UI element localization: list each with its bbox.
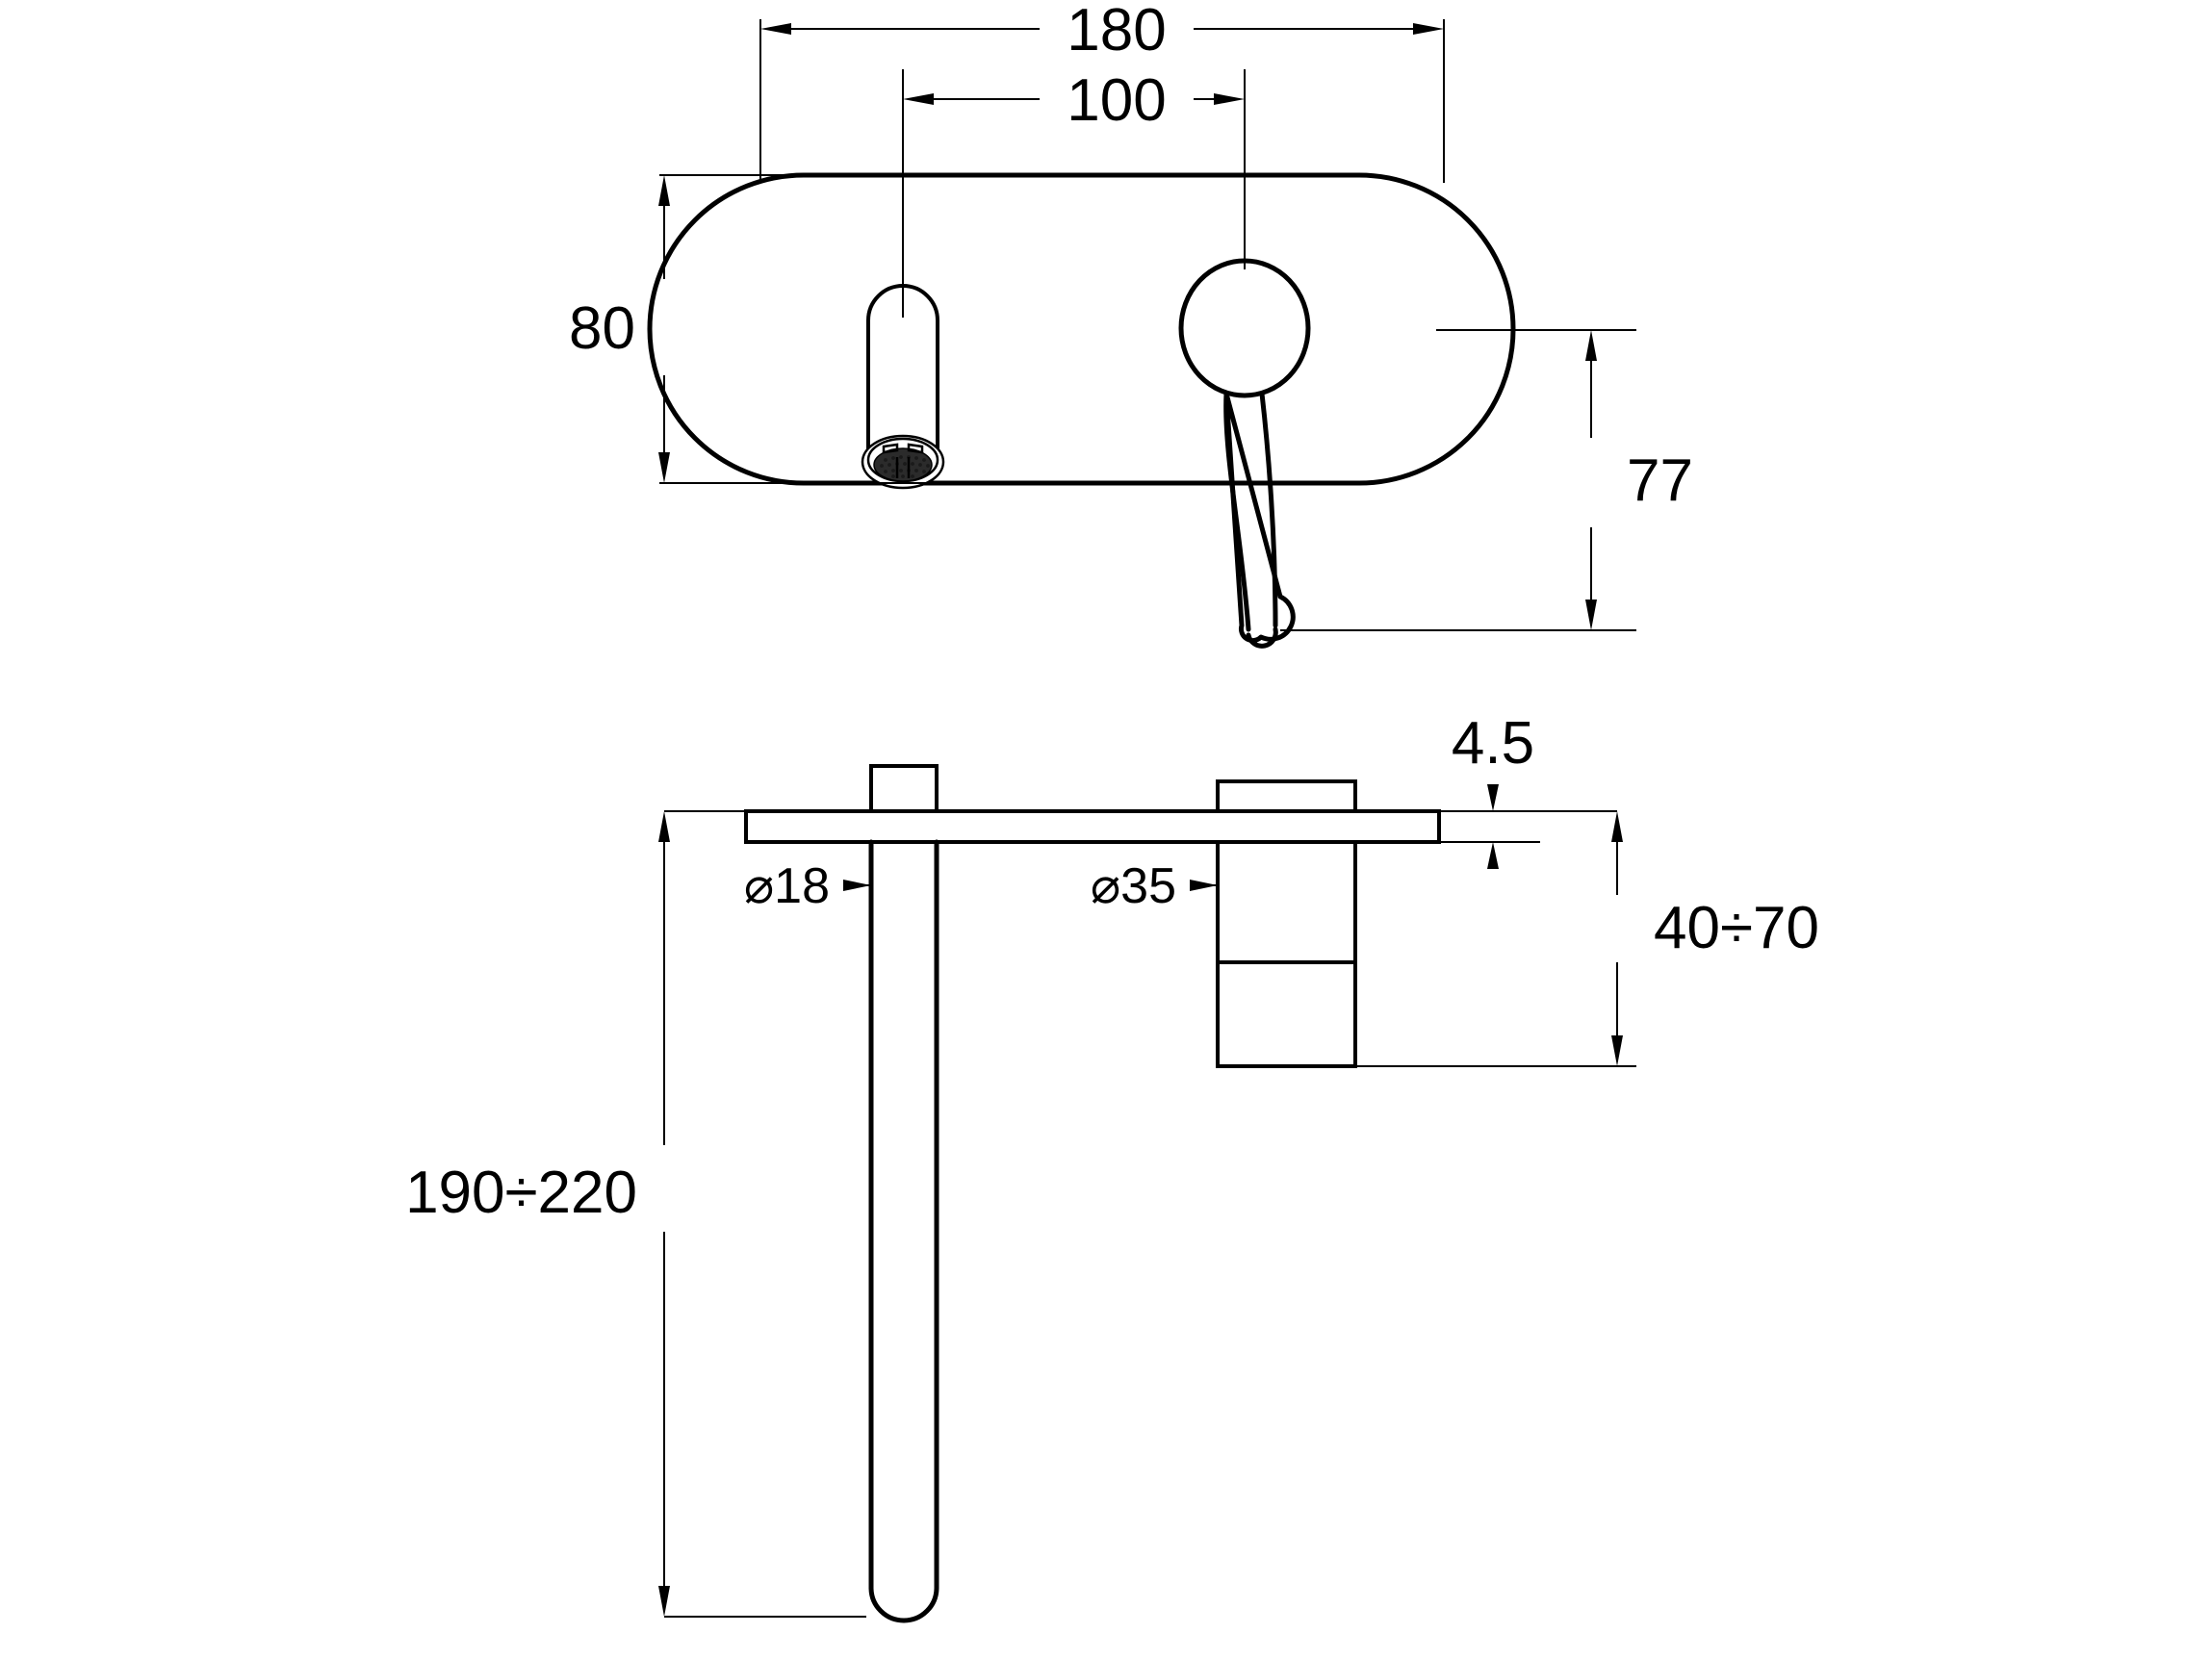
dimension-4-5: 4.5 bbox=[1439, 710, 1617, 869]
spout-stub-above bbox=[869, 764, 939, 811]
dimension-label-body-diameter: ⌀35 bbox=[1091, 858, 1176, 914]
dimension-80: 80 bbox=[569, 174, 1078, 484]
side-view: 4.5 ⌀18 ⌀35 40÷70 bbox=[405, 710, 1819, 1623]
escutcheon-plate bbox=[647, 172, 1516, 486]
dimension-label-plate-thickness: 4.5 bbox=[1452, 710, 1534, 777]
dimension-label-spout-height: 190÷220 bbox=[405, 1160, 637, 1226]
dimension-77: 77 bbox=[1280, 329, 1693, 631]
dimension-label-lever-drop: 77 bbox=[1627, 447, 1693, 514]
dimension-40-70: 40÷70 bbox=[1355, 811, 1819, 1067]
mixer-body-cylinder bbox=[1216, 840, 1357, 1068]
dimension-label-hole-spacing: 100 bbox=[1067, 67, 1166, 134]
dimension-190-220: 190÷220 bbox=[405, 810, 866, 1618]
dimension-label-spout-diameter: ⌀18 bbox=[744, 858, 830, 914]
dimension-label-plate-height: 80 bbox=[569, 295, 635, 362]
front-view: 180 100 80 bbox=[569, 0, 1693, 649]
dimension-180: 180 bbox=[759, 0, 1445, 183]
dimension-100: 100 bbox=[902, 67, 1246, 318]
mixer-body-cap bbox=[1216, 779, 1357, 811]
aerator-screen bbox=[861, 434, 945, 490]
dimension-label-body-projection: 40÷70 bbox=[1654, 895, 1819, 961]
leader-dia-35: ⌀35 bbox=[1091, 858, 1218, 914]
wall-plate-section bbox=[744, 809, 1441, 844]
leader-dia-18: ⌀18 bbox=[744, 858, 871, 914]
dimension-label-plate-width: 180 bbox=[1067, 0, 1166, 64]
spout-tube bbox=[868, 839, 939, 1623]
lever-handle bbox=[1178, 258, 1311, 649]
